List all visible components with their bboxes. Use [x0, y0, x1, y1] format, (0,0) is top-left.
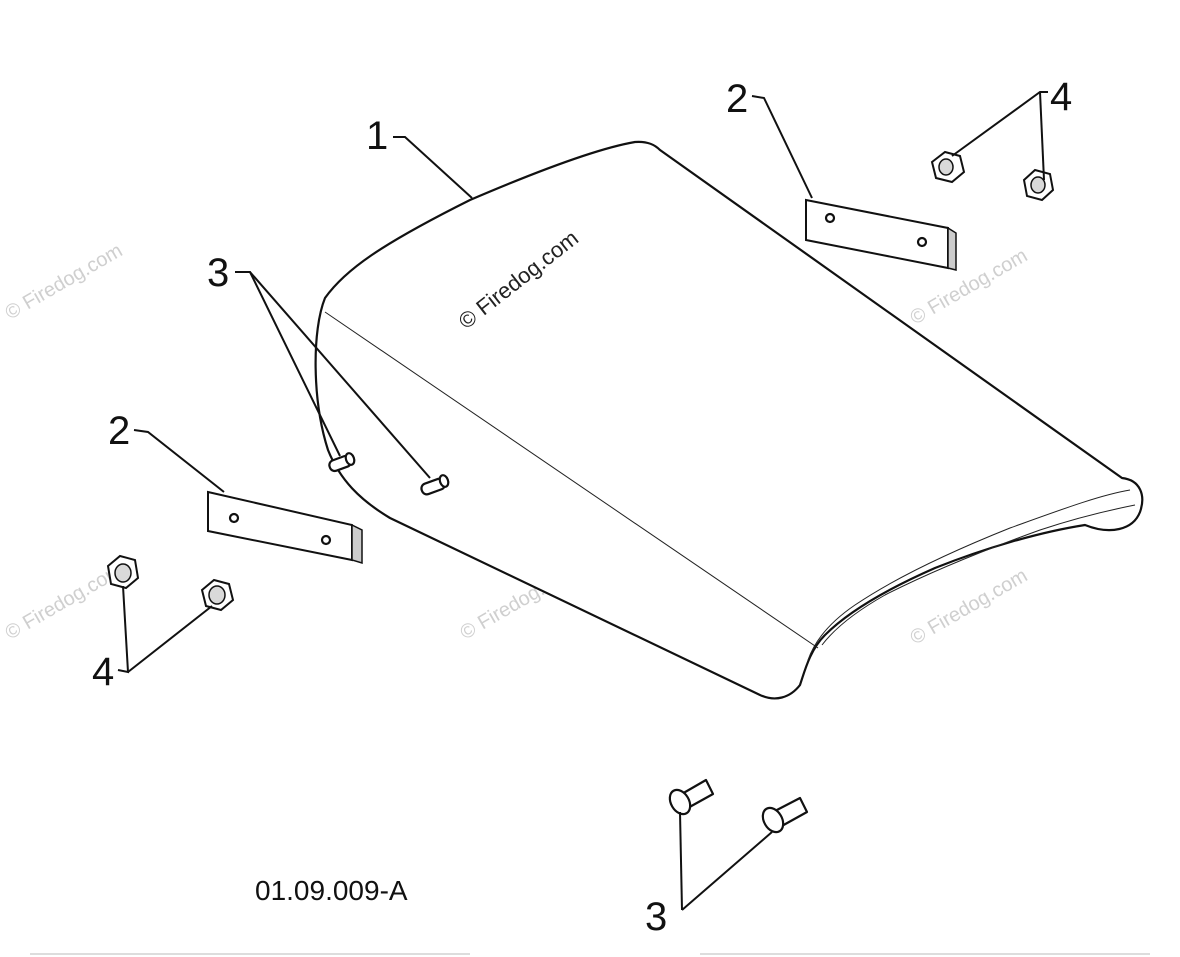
- bolt-1: [668, 778, 715, 816]
- pin: [420, 474, 450, 496]
- strap-left: [207, 490, 363, 565]
- callout-2-left: 2: [108, 409, 130, 453]
- nut-left-2: [200, 578, 235, 612]
- drawing-code: 01.09.009-A: [255, 875, 408, 906]
- watermark-text: © Firedog.com: [907, 565, 1032, 650]
- nut-right-2: [1022, 168, 1055, 202]
- nut-left-1: [106, 554, 140, 590]
- callout-3-bolts: 3: [645, 895, 667, 939]
- leader-lines: [117, 91, 1048, 911]
- seat-pan: © Firedog.com: [314, 140, 1144, 700]
- callout-1: 1: [366, 114, 388, 158]
- watermark-text: © Firedog.com: [2, 240, 127, 325]
- strap-right: [805, 198, 957, 271]
- callout-4-left: 4: [92, 650, 114, 694]
- callout-2-right: 2: [726, 77, 748, 121]
- nut-right-1: [930, 150, 966, 184]
- callout-4-right: 4: [1050, 75, 1072, 119]
- crease-line: [324, 311, 819, 649]
- watermark-text: © Firedog.com: [2, 560, 127, 645]
- bolt-2: [761, 796, 809, 834]
- callout-3-pins: 3: [207, 251, 229, 295]
- pin: [328, 452, 356, 473]
